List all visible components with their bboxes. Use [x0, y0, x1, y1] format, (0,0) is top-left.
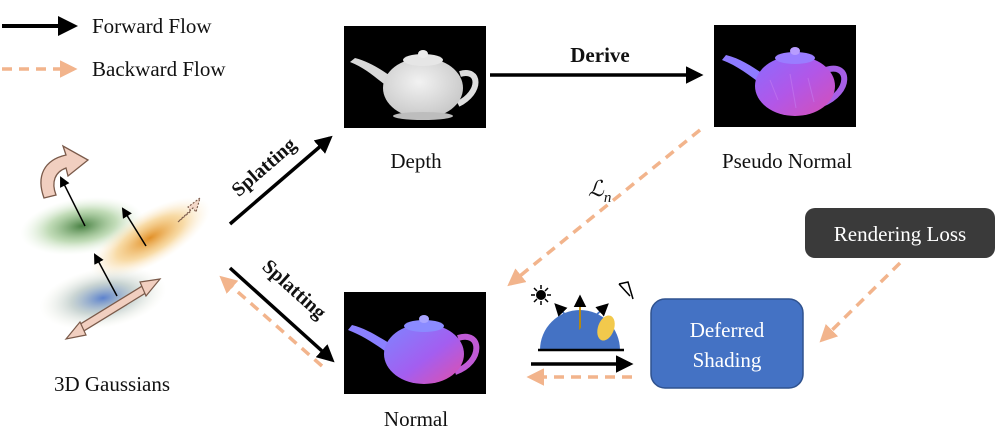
splatting-top-arrow: [228, 135, 333, 226]
splatting-top: Splatting: [227, 134, 333, 226]
derive-step: Derive: [490, 43, 704, 84]
derive-label: Derive: [570, 43, 629, 67]
deferred-shading-line2: Shading: [693, 348, 762, 372]
depth-image: [344, 26, 486, 128]
splatting-top-label: Splatting: [227, 134, 300, 202]
scale-arrow-icon: [64, 278, 162, 340]
rendering-loss-box: Rendering Loss: [805, 208, 995, 258]
shading-hemisphere-icon: [531, 281, 634, 352]
gaussians-label: 3D Gaussians: [54, 372, 170, 396]
rendering-loss-label: Rendering Loss: [834, 222, 966, 246]
splatting-bottom-backward-arrow: [219, 275, 324, 368]
deferred-shading-line1: Deferred: [690, 318, 765, 342]
normal-loss-arrow: [507, 128, 702, 287]
light-sun-icon: [531, 285, 551, 305]
gaussians-illustration: 3D Gaussians: [20, 144, 211, 396]
splatting-bottom-arrow: [228, 266, 335, 363]
backward-flow-label: Backward Flow: [92, 57, 226, 81]
rendering-loss-arrow: [819, 261, 902, 343]
normal-loss-symbol: ℒn: [588, 176, 611, 206]
rotation-arrow-icon: [40, 144, 90, 199]
pseudo-normal-label: Pseudo Normal: [722, 149, 852, 173]
legend: Forward Flow Backward Flow: [2, 14, 226, 81]
splatting-bottom-label: Splatting: [258, 255, 331, 323]
deferred-shading-box: Deferred Shading: [650, 298, 804, 389]
translation-arrow-icon: [177, 196, 201, 223]
forward-flow-label: Forward Flow: [92, 14, 212, 38]
normal-label: Normal: [384, 407, 448, 431]
splatting-bottom: Splatting: [219, 255, 335, 368]
view-direction-icon: [618, 281, 634, 300]
depth-label: Depth: [390, 149, 442, 173]
pseudo-normal-image: [714, 25, 856, 127]
normal-loss: ℒn: [507, 128, 702, 287]
normal-image: [344, 292, 486, 394]
